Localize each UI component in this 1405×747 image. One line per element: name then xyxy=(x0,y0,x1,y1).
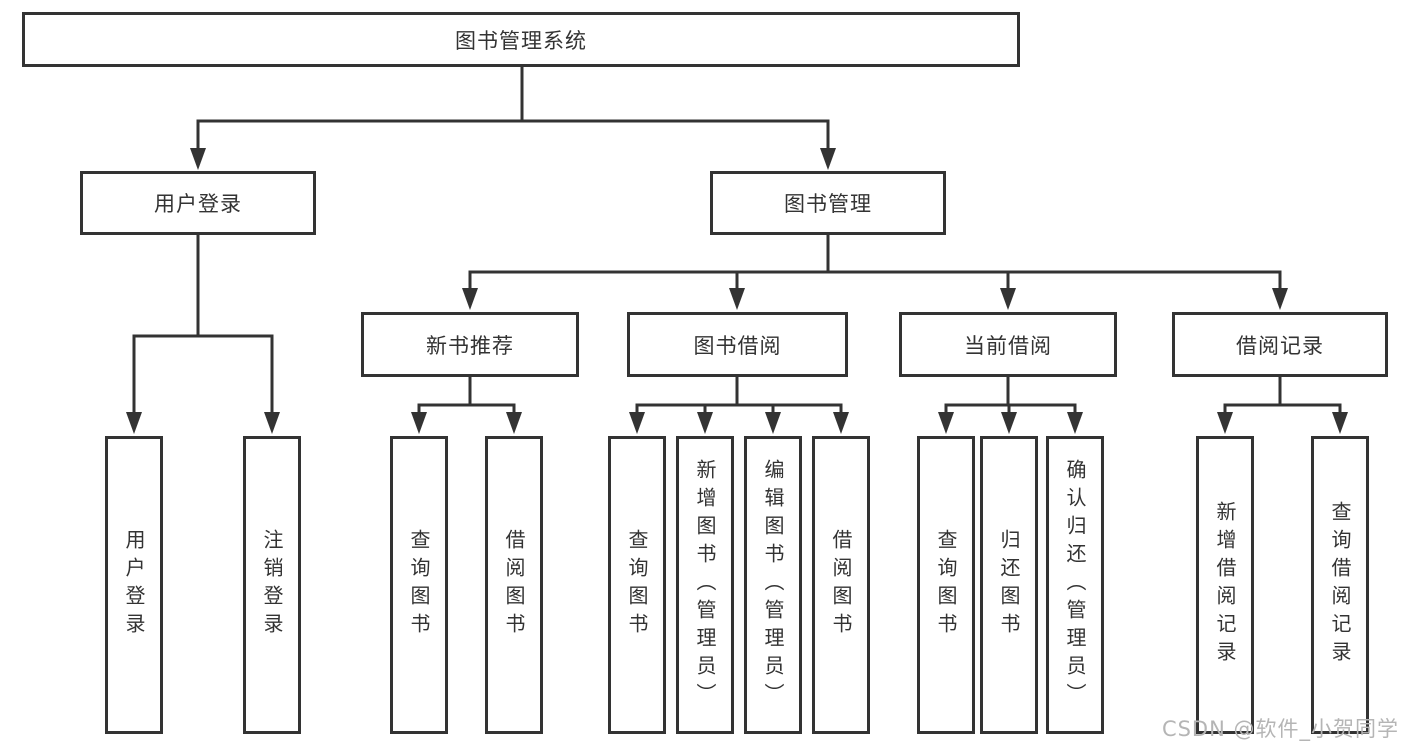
node-borrow-record-label: 借阅记录 xyxy=(1236,333,1324,358)
leaf-user-login-label: 用户登录 xyxy=(122,529,146,641)
leaf-edit-book-admin-label: 编辑图书（管理员） xyxy=(761,459,785,711)
csdn-watermark: CSDN @软件_小贺同学 xyxy=(1161,717,1399,741)
leaf-logout: 注销登录 xyxy=(243,436,301,734)
leaf-add-borrow-record-label: 新增借阅记录 xyxy=(1213,501,1237,669)
connector-root xyxy=(196,66,830,152)
leaf-query-book-current-label: 查询图书 xyxy=(934,529,958,641)
leaf-add-borrow-record: 新增借阅记录 xyxy=(1196,436,1254,734)
leaf-borrow-book-label: 借阅图书 xyxy=(829,529,853,641)
leaf-add-book-admin-label: 新增图书（管理员） xyxy=(693,459,717,711)
leaf-query-borrow-record-label: 查询借阅记录 xyxy=(1328,501,1352,669)
leaf-borrow-book-recommend: 借阅图书 xyxy=(485,436,543,734)
connector-book-borrow xyxy=(635,377,843,416)
node-current-borrow-label: 当前借阅 xyxy=(964,333,1052,358)
leaf-query-book-borrow: 查询图书 xyxy=(608,436,666,734)
node-new-book-recommend: 新书推荐 xyxy=(361,312,579,377)
node-book-management-label: 图书管理 xyxy=(784,192,872,216)
connector-book-management xyxy=(468,234,1282,292)
leaf-query-book-recommend: 查询图书 xyxy=(390,436,448,734)
node-book-management: 图书管理 xyxy=(710,171,946,235)
leaf-logout-label: 注销登录 xyxy=(260,529,284,641)
node-book-borrow-label: 图书借阅 xyxy=(693,333,782,358)
leaf-confirm-return-admin: 确认归还（管理员） xyxy=(1046,436,1104,734)
arrowheads xyxy=(126,148,1348,434)
node-book-borrow: 图书借阅 xyxy=(627,312,848,377)
node-user-login-label: 用户登录 xyxy=(154,192,242,216)
node-user-login: 用户登录 xyxy=(80,171,316,235)
node-current-borrow: 当前借阅 xyxy=(899,312,1117,377)
leaf-borrow-book-recommend-label: 借阅图书 xyxy=(502,529,526,641)
leaf-query-book-current: 查询图书 xyxy=(917,436,975,734)
leaf-borrow-book: 借阅图书 xyxy=(812,436,870,734)
leaf-edit-book-admin: 编辑图书（管理员） xyxy=(744,436,802,734)
leaf-confirm-return-admin-label: 确认归还（管理员） xyxy=(1063,459,1087,711)
leaf-return-book: 归还图书 xyxy=(980,436,1038,734)
node-root-label: 图书管理系统 xyxy=(455,28,587,53)
leaf-add-book-admin: 新增图书（管理员） xyxy=(676,436,734,734)
connector-new-book-recommend xyxy=(417,377,516,416)
connector-current-borrow xyxy=(944,377,1077,416)
leaf-query-borrow-record: 查询借阅记录 xyxy=(1311,436,1369,734)
node-root: 图书管理系统 xyxy=(22,12,1020,67)
leaf-query-book-borrow-label: 查询图书 xyxy=(625,529,649,641)
node-borrow-record: 借阅记录 xyxy=(1172,312,1388,377)
connector-user-login xyxy=(132,234,274,416)
node-new-book-recommend-label: 新书推荐 xyxy=(426,333,514,358)
leaf-user-login: 用户登录 xyxy=(105,436,163,734)
connector-borrow-record xyxy=(1223,377,1342,416)
leaf-return-book-label: 归还图书 xyxy=(997,529,1021,641)
leaf-query-book-recommend-label: 查询图书 xyxy=(407,529,431,641)
